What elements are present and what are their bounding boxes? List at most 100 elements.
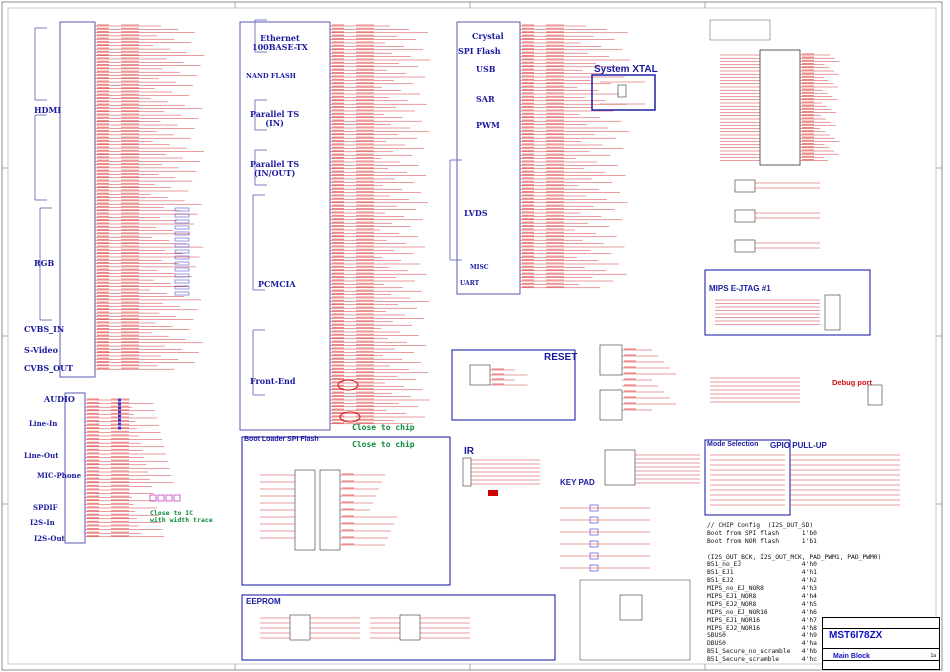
net-label <box>546 116 564 118</box>
net-label <box>356 99 374 101</box>
pin-label <box>332 347 344 349</box>
pin-label <box>522 225 534 227</box>
net-label <box>121 225 139 228</box>
net-label <box>111 524 129 526</box>
net-label <box>546 85 564 87</box>
pin-label <box>97 295 109 297</box>
resistor <box>174 249 190 254</box>
capacitor <box>165 494 173 502</box>
pin-label <box>332 340 344 342</box>
pin-label <box>522 116 534 118</box>
net-label <box>121 192 139 195</box>
net-label <box>546 208 564 210</box>
pin-label <box>332 286 344 288</box>
pin-label <box>342 529 354 531</box>
label-misc: MISC <box>470 264 489 271</box>
chip-u1-video <box>59 21 96 378</box>
pin-label <box>97 97 109 99</box>
net-label <box>546 187 564 189</box>
label-pwm: PWM <box>476 120 500 130</box>
net-label <box>356 303 374 305</box>
net-label <box>121 47 139 49</box>
pin-label <box>332 163 344 166</box>
title-reset: RESET <box>544 352 578 363</box>
pin-label <box>97 357 109 360</box>
pin-label <box>332 299 344 302</box>
net-label <box>546 153 564 155</box>
pin-label <box>97 275 109 277</box>
pin-label <box>97 298 109 300</box>
chip-u1-audio <box>64 392 86 544</box>
pin-label <box>332 160 344 162</box>
net-label <box>356 153 374 155</box>
net-label <box>356 109 374 111</box>
label-i2s-in: I2S-In <box>30 518 55 527</box>
resistor <box>174 231 190 236</box>
pin-label <box>522 38 534 40</box>
chip-config-line: MIPS_no_EJ_NOR16 4'h6 <box>707 608 817 616</box>
pin-label <box>522 119 534 121</box>
pin-label <box>332 310 344 312</box>
net-label <box>121 126 139 129</box>
chip-config-line: MIPS_no_EJ_NOR8 4'h3 <box>707 585 817 593</box>
pin-label <box>332 184 344 186</box>
pin-label <box>342 480 354 482</box>
net-label <box>356 384 374 387</box>
net-label <box>111 517 129 519</box>
pin-label <box>332 95 344 98</box>
pin-label <box>522 177 534 179</box>
pin-label <box>332 82 344 84</box>
net-label <box>356 170 374 172</box>
pin-label <box>332 330 344 332</box>
pin-label <box>522 123 534 125</box>
title-ir: IR <box>464 446 474 457</box>
net-label <box>546 72 564 74</box>
pin-label <box>342 501 354 503</box>
net-label <box>546 65 564 67</box>
power-section <box>709 19 771 41</box>
pin-label <box>332 276 344 278</box>
pin-label <box>332 167 344 169</box>
net-label <box>356 194 374 196</box>
pin-label <box>522 99 534 101</box>
pin-label <box>97 73 109 76</box>
net-label <box>356 245 374 247</box>
net-label <box>111 434 129 436</box>
net-label <box>356 357 374 359</box>
pin-label <box>332 296 344 298</box>
net-label <box>356 262 374 264</box>
pin-label <box>87 448 99 451</box>
pin-label <box>87 423 99 425</box>
pin-label <box>522 27 534 30</box>
pin-label <box>97 268 109 270</box>
pin-label <box>332 398 344 400</box>
spi-flash-chip <box>294 469 316 551</box>
net-label <box>121 232 139 234</box>
pin-label <box>802 59 814 62</box>
net-label <box>356 259 374 261</box>
pin-label <box>87 528 99 530</box>
pin-label <box>97 222 109 224</box>
title-debug-port: Debug port <box>832 378 872 387</box>
pin-label <box>332 68 344 70</box>
net-label <box>121 100 139 102</box>
label-nand-flash: NAND FLASH <box>246 72 296 80</box>
label-parallel-ts-in: Parallel TS (IN) <box>250 109 300 128</box>
pin-label <box>97 47 109 49</box>
net-label <box>356 123 374 125</box>
note-close-to-ic: Close to IC with width trace <box>150 509 213 524</box>
pin-label <box>97 40 109 43</box>
net-label <box>356 347 374 349</box>
label-spi-flash: SPI Flash <box>458 46 501 56</box>
net-label <box>546 218 564 220</box>
pin-label <box>97 172 109 175</box>
net-label <box>546 242 564 244</box>
net-label <box>356 150 374 152</box>
net-label <box>356 269 374 271</box>
net-label <box>121 262 139 264</box>
net-label <box>356 82 374 84</box>
pin-label <box>342 543 354 545</box>
pin-label <box>802 111 814 113</box>
pin-label <box>332 123 344 125</box>
net-label <box>546 214 564 217</box>
